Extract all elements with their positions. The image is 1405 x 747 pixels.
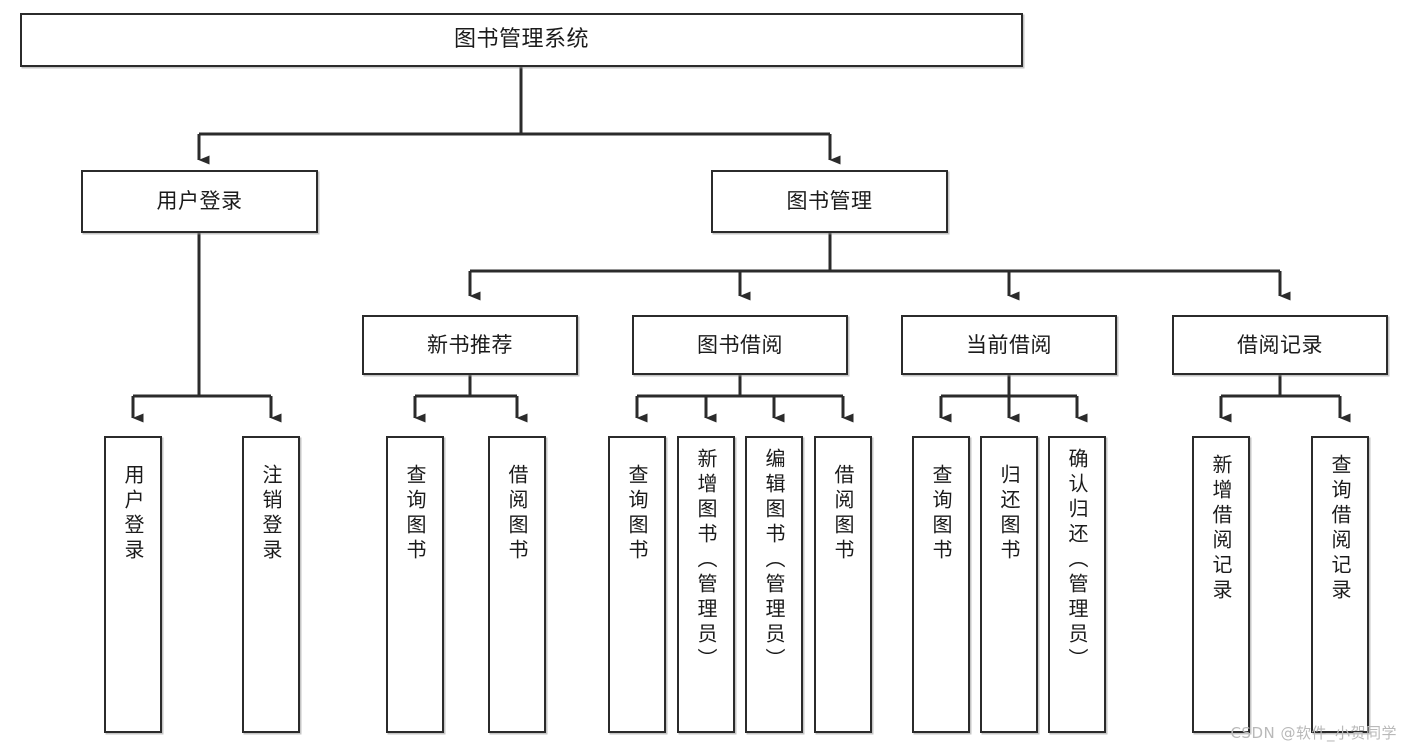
node-book-borrow[interactable]: 图书借阅 xyxy=(632,315,848,375)
node-leaf-query-book-1[interactable]: 查询图书 xyxy=(386,436,444,733)
node-leaf-borrow-book-1-label: 借阅图书 xyxy=(505,464,529,564)
node-leaf-logout-login[interactable]: 注销登录 xyxy=(242,436,300,733)
node-leaf-query-record-label: 查询借阅记录 xyxy=(1328,454,1352,604)
node-new-book-recommend-label: 新书推荐 xyxy=(427,332,513,357)
node-leaf-borrow-book-2-label: 借阅图书 xyxy=(831,464,855,564)
csdn-watermark: CSDN @软件_小贺同学 xyxy=(1230,724,1397,742)
node-leaf-borrow-book-2[interactable]: 借阅图书 xyxy=(814,436,872,733)
node-leaf-query-book-2-label: 查询图书 xyxy=(625,464,649,564)
node-leaf-add-record[interactable]: 新增借阅记录 xyxy=(1192,436,1250,733)
node-leaf-confirm-return-label: 确认归还（管理员） xyxy=(1065,448,1089,673)
node-book-manage-label: 图书管理 xyxy=(786,189,873,214)
node-leaf-add-book[interactable]: 新增图书（管理员） xyxy=(677,436,735,733)
node-borrow-record[interactable]: 借阅记录 xyxy=(1172,315,1388,375)
node-leaf-query-book-1-label: 查询图书 xyxy=(403,464,427,564)
node-book-manage[interactable]: 图书管理 xyxy=(711,170,948,233)
node-leaf-add-book-label: 新增图书（管理员） xyxy=(694,448,718,673)
node-new-book-recommend[interactable]: 新书推荐 xyxy=(362,315,578,375)
node-leaf-edit-book-label: 编辑图书（管理员） xyxy=(762,448,786,673)
node-root[interactable]: 图书管理系统 xyxy=(20,13,1023,67)
node-current-borrow-label: 当前借阅 xyxy=(966,332,1052,357)
node-root-label: 图书管理系统 xyxy=(453,27,589,53)
node-leaf-logout-login-label: 注销登录 xyxy=(259,464,283,564)
node-leaf-query-book-3[interactable]: 查询图书 xyxy=(912,436,970,733)
node-leaf-add-record-label: 新增借阅记录 xyxy=(1209,454,1233,604)
node-user-login[interactable]: 用户登录 xyxy=(81,170,318,233)
node-leaf-query-book-2[interactable]: 查询图书 xyxy=(608,436,666,733)
node-leaf-user-login-label: 用户登录 xyxy=(121,464,145,564)
node-current-borrow[interactable]: 当前借阅 xyxy=(901,315,1117,375)
node-leaf-confirm-return[interactable]: 确认归还（管理员） xyxy=(1048,436,1106,733)
node-book-borrow-label: 图书借阅 xyxy=(697,332,783,357)
node-leaf-borrow-book-1[interactable]: 借阅图书 xyxy=(488,436,546,733)
node-leaf-return-book-label: 归还图书 xyxy=(997,464,1021,564)
node-leaf-query-book-3-label: 查询图书 xyxy=(929,464,953,564)
node-leaf-query-record[interactable]: 查询借阅记录 xyxy=(1311,436,1369,733)
node-leaf-edit-book[interactable]: 编辑图书（管理员） xyxy=(745,436,803,733)
node-borrow-record-label: 借阅记录 xyxy=(1237,332,1323,357)
node-user-login-label: 用户登录 xyxy=(156,189,243,214)
node-leaf-return-book[interactable]: 归还图书 xyxy=(980,436,1038,733)
node-leaf-user-login[interactable]: 用户登录 xyxy=(104,436,162,733)
